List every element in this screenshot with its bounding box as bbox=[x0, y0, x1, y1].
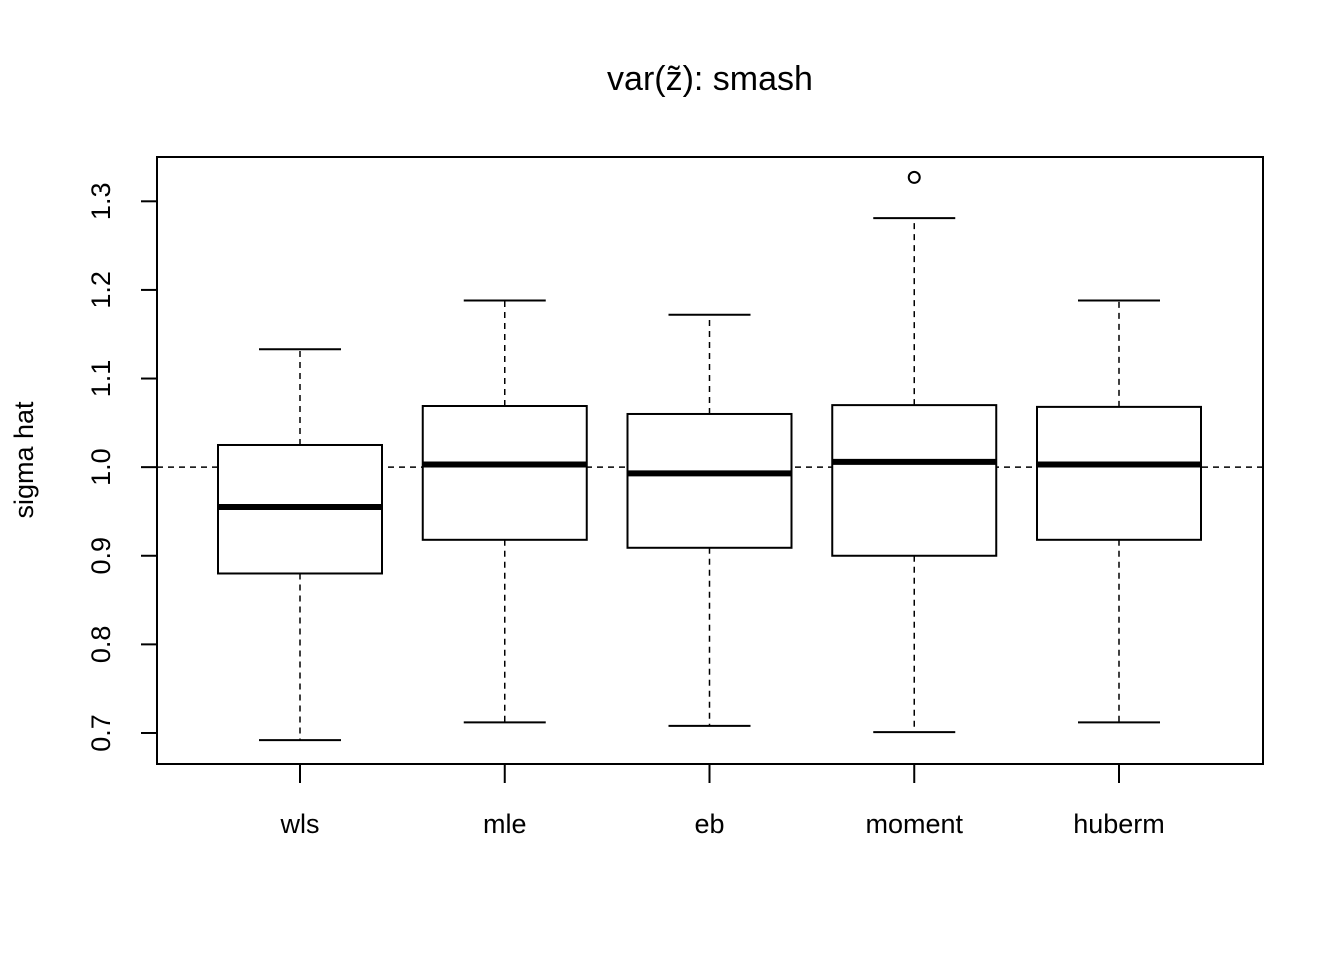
iqr-box bbox=[831, 404, 998, 557]
x-tick-label: wls bbox=[280, 809, 320, 839]
y-tick-label: 1.2 bbox=[86, 271, 116, 309]
x-tick-label: huberm bbox=[1073, 809, 1165, 839]
iqr-box bbox=[421, 405, 588, 541]
iqr-box bbox=[1036, 405, 1202, 541]
iqr-box bbox=[626, 412, 793, 549]
y-axis: 0.7 0.8 0.9 1.0 1.1 1.2 1.3 bbox=[86, 183, 157, 752]
y-tick-label: 0.7 bbox=[86, 714, 116, 752]
box-huberm bbox=[1036, 299, 1202, 724]
y-axis-label: sigma hat bbox=[9, 401, 39, 519]
y-tick-label: 1.3 bbox=[86, 183, 116, 221]
y-tick-label: 0.8 bbox=[86, 626, 116, 664]
outlier-point bbox=[907, 170, 921, 184]
x-axis: wls mle eb moment huberm bbox=[280, 764, 1165, 839]
box-eb bbox=[626, 313, 793, 727]
box-moment bbox=[831, 170, 998, 734]
y-tick-label: 1.1 bbox=[86, 360, 116, 398]
box-wls bbox=[217, 348, 383, 742]
box-mle bbox=[421, 299, 588, 724]
y-tick-label: 0.9 bbox=[86, 537, 116, 575]
boxes bbox=[217, 170, 1202, 742]
chart-title: var(z̃): smash bbox=[607, 60, 813, 98]
x-tick-label: eb bbox=[694, 809, 724, 839]
x-tick-label: moment bbox=[865, 809, 963, 839]
x-tick-label: mle bbox=[483, 809, 527, 839]
y-tick-label: 1.0 bbox=[86, 448, 116, 486]
